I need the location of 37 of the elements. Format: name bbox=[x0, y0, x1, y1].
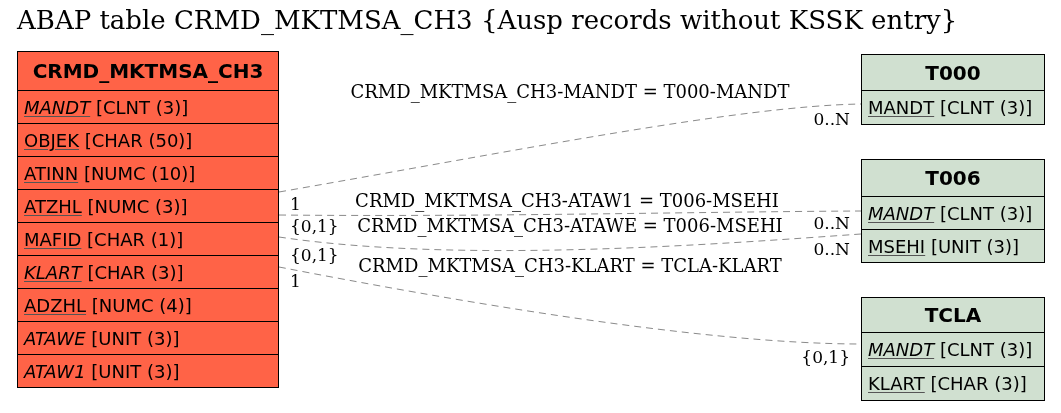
field-row: KLART [CHAR (3)] bbox=[862, 366, 1044, 400]
field-row: ATINN [NUMC (10)] bbox=[18, 156, 278, 189]
edge-label: CRMD_MKTMSA_CH3-MANDT = T000-MANDT bbox=[348, 82, 792, 102]
field-row: MANDT [CLNT (3)] bbox=[862, 332, 1044, 366]
table-header: T000 bbox=[924, 59, 982, 87]
field-row: ATZHL [NUMC (3)] bbox=[18, 189, 278, 222]
edge-label: CRMD_MKTMSA_CH3-KLART = TCLA-KLART bbox=[356, 256, 784, 276]
field-row: ATAW1 [UNIT (3)] bbox=[18, 354, 278, 387]
field-row: OBJEK [CHAR (50)] bbox=[18, 123, 278, 156]
cardinality-label: 1 bbox=[290, 195, 301, 213]
field-row: MANDT [CLNT (3)] bbox=[862, 90, 1044, 124]
cardinality-label: 0..N bbox=[813, 240, 850, 258]
table-header: CRMD_MKTMSA_CH3 bbox=[31, 58, 265, 85]
cardinality-label: {0,1} bbox=[290, 246, 339, 264]
field-row: MANDT [CLNT (3)] bbox=[862, 196, 1044, 229]
diagram-title: ABAP table CRMD_MKTMSA_CH3 {Ausp records without KSSK entry} bbox=[17, 4, 958, 36]
relationship-line bbox=[278, 210, 862, 216]
table-header: TCLA bbox=[923, 302, 983, 329]
cardinality-label: 1 bbox=[290, 272, 301, 290]
table-header: T006 bbox=[924, 165, 982, 192]
field-row: MAFID [CHAR (1)] bbox=[18, 222, 278, 255]
entity-table bbox=[861, 159, 1045, 263]
cardinality-label: {0,1} bbox=[801, 348, 850, 366]
cardinality-label: {0,1} bbox=[290, 217, 339, 235]
field-row: ATAWE [UNIT (3)] bbox=[18, 321, 278, 354]
relationship-line bbox=[278, 233, 862, 251]
entity-table bbox=[861, 297, 1045, 401]
field-row: ADZHL [NUMC (4)] bbox=[18, 288, 278, 321]
edge-label: CRMD_MKTMSA_CH3-ATAWE = T006-MSEHI bbox=[355, 216, 785, 236]
field-row: MANDT [CLNT (3)] bbox=[18, 90, 278, 123]
edge-label: CRMD_MKTMSA_CH3-ATAW1 = T006-MSEHI bbox=[353, 191, 781, 211]
entity-table bbox=[861, 54, 1045, 125]
entity-table bbox=[17, 51, 279, 388]
cardinality-label: 0..N bbox=[813, 214, 850, 232]
field-row: MSEHI [UNIT (3)] bbox=[862, 229, 1044, 262]
cardinality-label: 0..N bbox=[813, 110, 850, 128]
field-row: KLART [CHAR (3)] bbox=[18, 255, 278, 288]
